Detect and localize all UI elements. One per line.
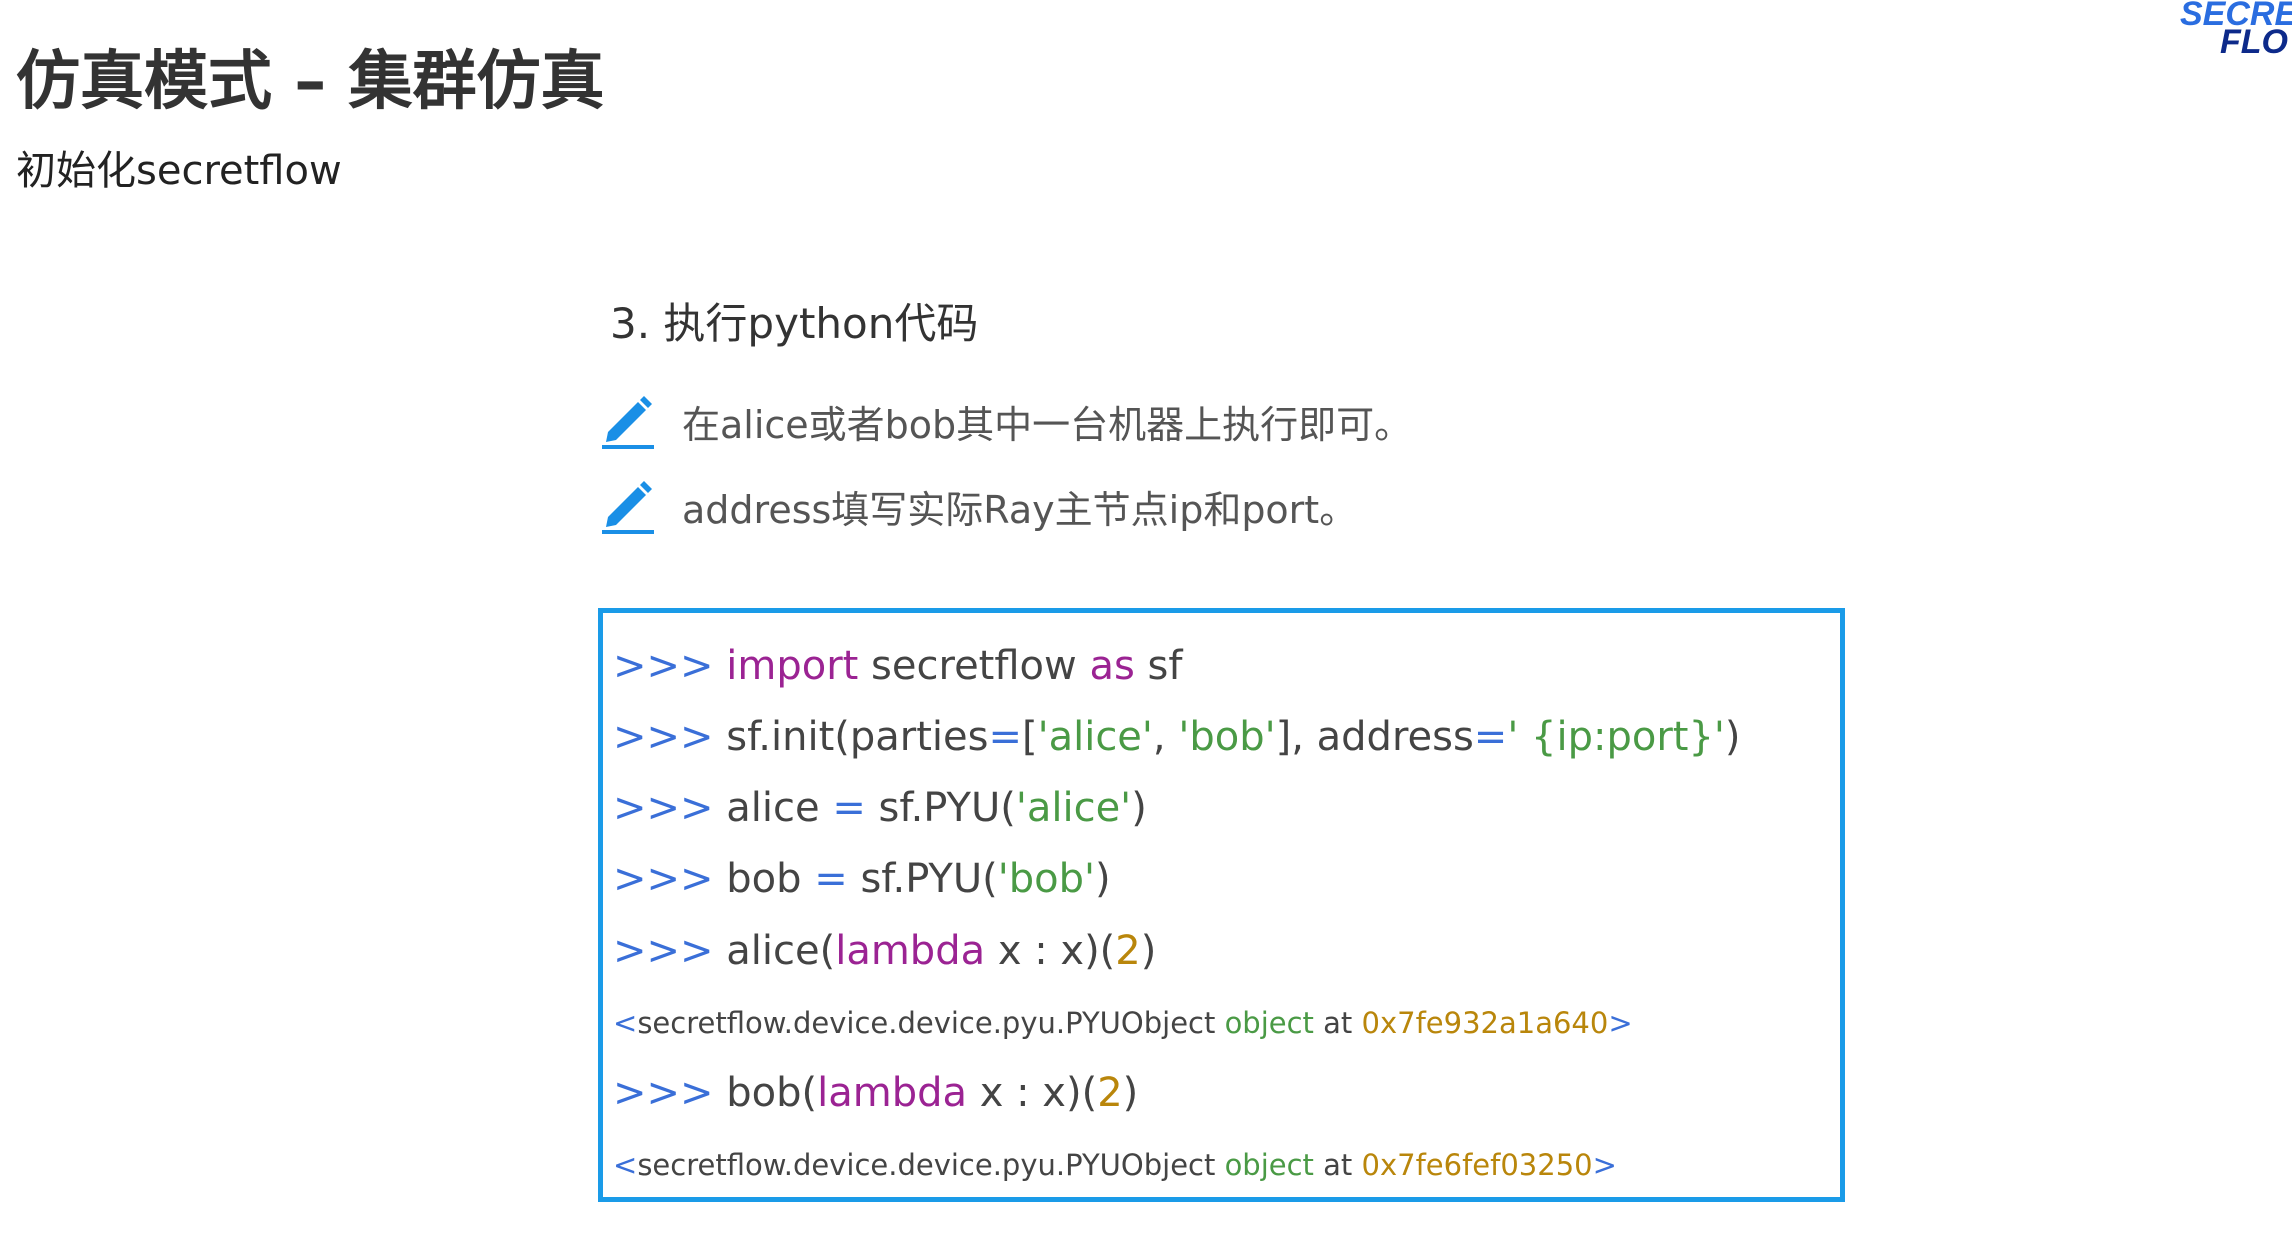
page-title: 仿真模式 – 集群仿真 — [16, 45, 605, 119]
code-token: import — [726, 643, 859, 689]
code-token: x : x)( — [967, 1070, 1098, 1116]
step-heading: 3. 执行python代码 — [610, 299, 979, 348]
code-token: 'alice' — [1015, 785, 1132, 831]
code-token: 0x7fe6fef03250 — [1361, 1148, 1593, 1182]
code-token: < — [613, 1148, 638, 1182]
code-token: secretflow — [858, 643, 1090, 689]
code-token: object — [1224, 1006, 1314, 1040]
code-token: > — [1592, 1148, 1617, 1182]
code-token: lambda — [817, 1070, 968, 1116]
code-token: ) — [1095, 856, 1111, 902]
code-token: as — [1089, 643, 1135, 689]
code-token: sf.init(parties — [726, 714, 989, 760]
code-token: ) — [1724, 714, 1741, 760]
code-token: >>> — [613, 785, 727, 831]
code-token: ' {ip:port}' — [1507, 714, 1725, 760]
code-token: alice( — [726, 928, 836, 974]
code-line: >>> bob(lambda x : x)(2) — [613, 1070, 1138, 1116]
code-output-line: <secretflow.device.device.pyu.PYUObject … — [613, 1148, 1617, 1182]
bullet-text: 在alice或者bob其中一台机器上执行即可。 — [682, 402, 1413, 447]
code-token: at — [1313, 1006, 1362, 1040]
code-line: >>> alice(lambda x : x)(2) — [613, 928, 1156, 974]
code-token: ) — [1140, 928, 1157, 974]
code-token: x : x)( — [985, 928, 1116, 974]
code-token: >>> — [613, 643, 727, 689]
code-token: , — [1152, 714, 1179, 760]
code-line: >>> bob = sf.PYU('bob') — [613, 856, 1111, 902]
code-token: 2 — [1097, 1070, 1123, 1116]
code-block: >>> import secretflow as sf>>> sf.init(p… — [598, 608, 1845, 1202]
code-token: sf.PYU( — [865, 785, 1016, 831]
code-token: = — [1473, 714, 1508, 760]
code-token: bob( — [726, 1070, 818, 1116]
code-token: secretflow.device.device.pyu.PYUObject — [637, 1006, 1225, 1040]
code-token: > — [1608, 1006, 1633, 1040]
code-token: >>> — [613, 714, 727, 760]
code-token: = — [988, 714, 1022, 760]
code-token: < — [613, 1006, 638, 1040]
code-token: 'alice' — [1037, 714, 1153, 760]
code-token: 'bob' — [997, 856, 1095, 902]
code-token: sf — [1134, 643, 1183, 689]
pencil-icon — [602, 481, 654, 534]
code-token: = — [832, 785, 866, 831]
bullet-item: address填写实际Ray主节点ip和port。 — [600, 477, 1357, 535]
bullet-item: 在alice或者bob其中一台机器上执行即可。 — [600, 392, 1412, 450]
code-line: >>> alice = sf.PYU('alice') — [613, 785, 1147, 831]
code-token: = — [814, 856, 848, 902]
code-line: >>> sf.init(parties=['alice', 'bob'], ad… — [613, 714, 1741, 760]
code-token: 2 — [1115, 928, 1141, 974]
code-token: sf.PYU( — [847, 856, 998, 902]
code-token: >>> — [613, 856, 727, 902]
code-token: 'bob' — [1178, 714, 1276, 760]
code-token: secretflow.device.device.pyu.PYUObject — [637, 1148, 1225, 1182]
code-token: object — [1224, 1148, 1314, 1182]
code-token: alice — [726, 785, 833, 831]
code-token: ) — [1131, 785, 1147, 831]
code-token: ], address — [1275, 714, 1474, 760]
code-line: >>> import secretflow as sf — [613, 643, 1182, 689]
code-token: lambda — [835, 928, 986, 974]
code-token: bob — [726, 856, 815, 902]
code-token: at — [1313, 1148, 1362, 1182]
bullet-text: address填写实际Ray主节点ip和port。 — [682, 487, 1358, 532]
pencil-icon — [602, 396, 654, 449]
code-token: >>> — [613, 928, 727, 974]
page-subtitle: 初始化secretflow — [16, 148, 342, 194]
code-token: 0x7fe932a1a640 — [1361, 1006, 1609, 1040]
code-output-line: <secretflow.device.device.pyu.PYUObject … — [613, 1006, 1633, 1040]
code-token: [ — [1021, 714, 1038, 760]
code-token: ) — [1122, 1070, 1139, 1116]
code-token: >>> — [613, 1070, 727, 1116]
